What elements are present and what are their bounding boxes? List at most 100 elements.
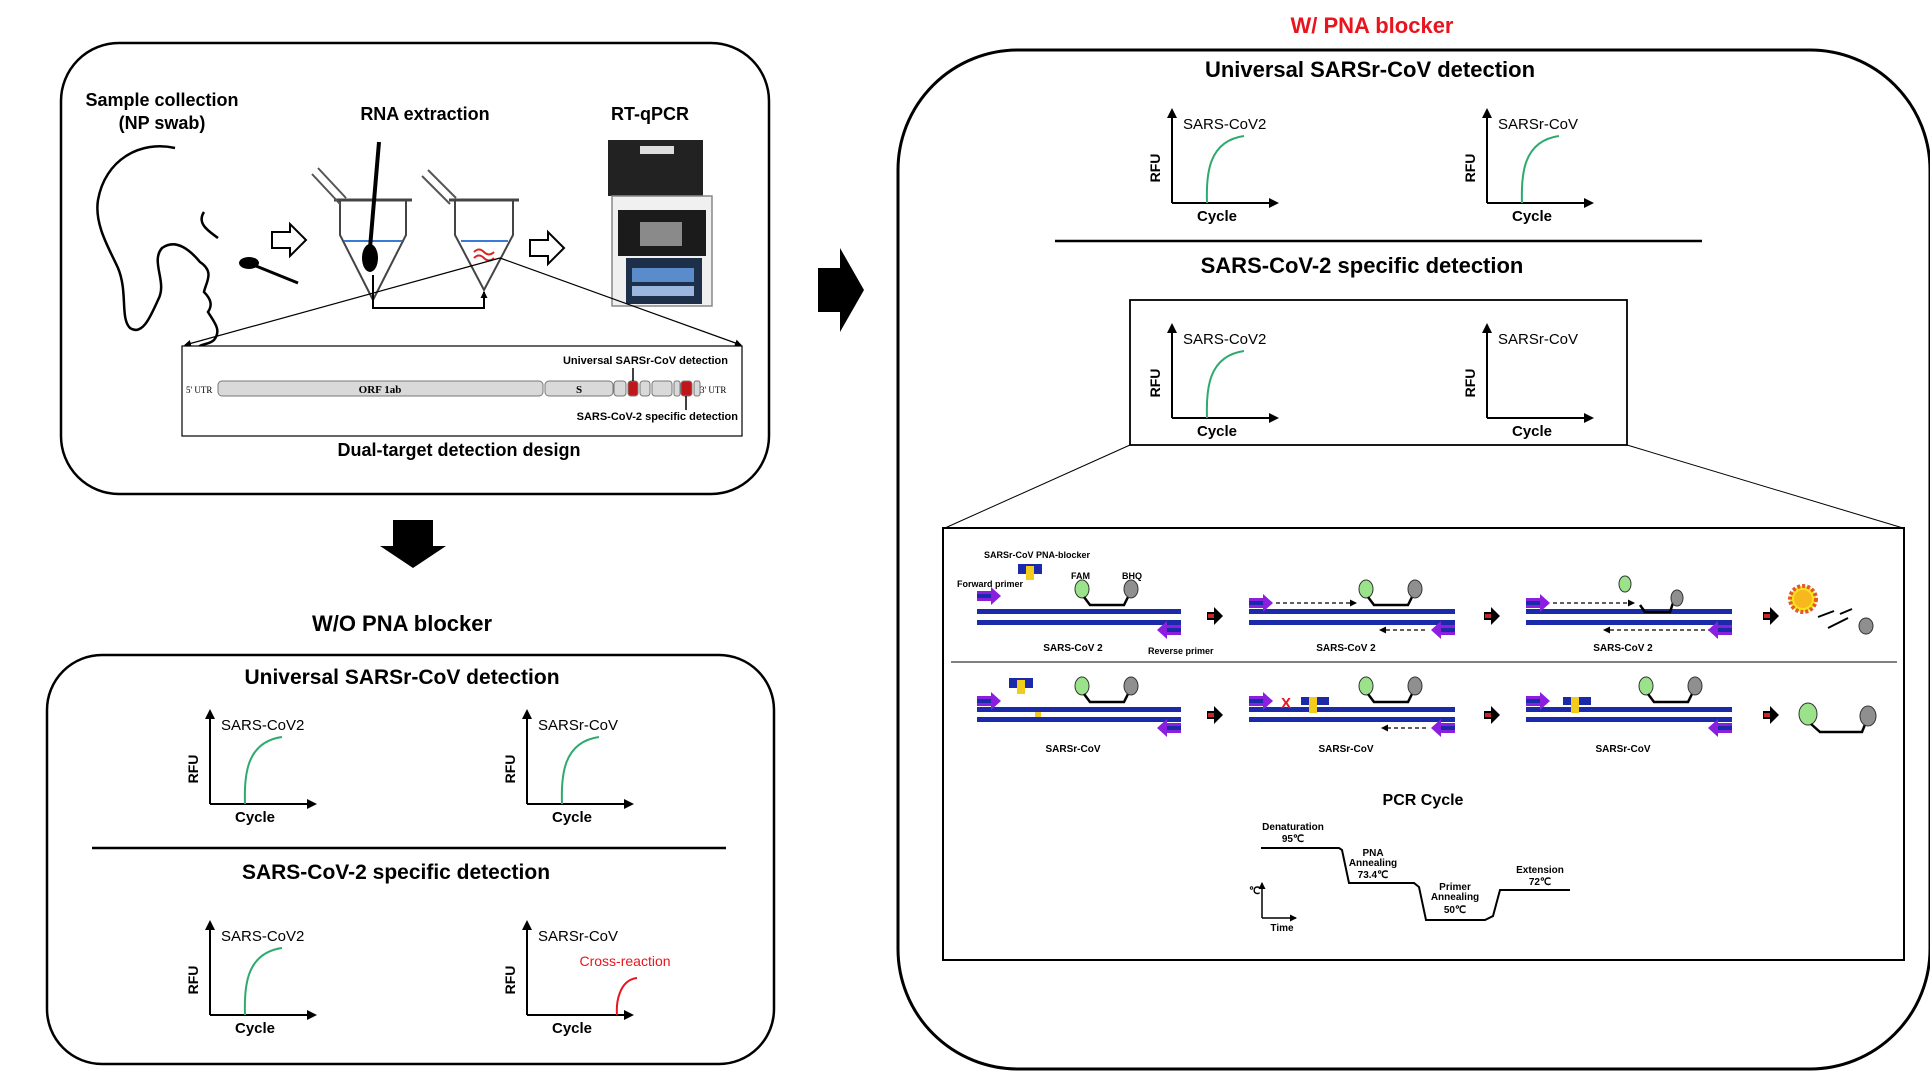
plot-series-label: SARSr-CoV [1498, 116, 1578, 133]
extension-temp: 72℃ [1529, 877, 1551, 888]
s-gene-label: S [576, 384, 582, 396]
face-profile-icon [96, 145, 234, 360]
utr3-label: 3' UTR [700, 385, 726, 395]
orf1ab-segment [217, 380, 544, 397]
amplification-curve [1205, 135, 1245, 204]
strand-label: SARS-CoV 2 [1593, 643, 1653, 654]
outline-arrow-icon [529, 229, 566, 267]
intact-probe-icon [1798, 702, 1877, 734]
plot-x-label: Cycle [1512, 423, 1552, 440]
design-caption: Dual-target detection design [337, 440, 580, 460]
plot-series-label: SARS-CoV2 [1183, 116, 1266, 133]
rt-qpcr-label: RT-qPCR [611, 104, 689, 124]
plot-y-label: RFU [185, 755, 201, 784]
amplification-plots: RFUCycleSARS-CoV2RFUCycleSARSr-CoVRFUCyc… [185, 108, 1594, 1037]
pcr-temperature-profile [1261, 847, 1570, 921]
plot-y-label: RFU [502, 966, 518, 995]
wo-pna-panel [45, 653, 776, 1066]
rna-tube-icon [421, 169, 519, 293]
primer-annealing-label-1: Primer [1439, 882, 1471, 893]
amplification-curve [560, 736, 600, 805]
pna-annealing-label-2: Annealing [1349, 858, 1397, 869]
qpcr-instrument-icon [608, 140, 713, 307]
wo-pna-title: W/O PNA blocker [312, 611, 493, 636]
released-fam-icon [1618, 575, 1632, 593]
pcr-y-axis-label: ℃ [1249, 886, 1260, 897]
cross-reaction-label: Cross-reaction [579, 953, 670, 969]
specific-detection-box [1129, 299, 1628, 446]
plot-y-label: RFU [1462, 369, 1478, 398]
sars-cov-2-template-1 [977, 609, 1181, 625]
transfer-arrow [372, 275, 488, 309]
extension-label: Extension [1516, 865, 1564, 876]
plot-y-label: RFU [1462, 154, 1478, 183]
wo-universal-heading: Universal SARSr-CoV detection [244, 666, 559, 689]
amplification-curve [243, 947, 283, 1016]
outline-arrow-icon [271, 221, 308, 259]
fam-label: FAM [1071, 571, 1090, 581]
s-gene-segment [544, 380, 614, 397]
plot-series-label: SARS-CoV2 [1183, 331, 1266, 348]
plot-x-label: Cycle [1512, 208, 1552, 225]
np-swab-label: (NP swab) [119, 113, 206, 133]
plot-y-label: RFU [502, 755, 518, 784]
w-pna-title: W/ PNA blocker [1291, 13, 1454, 38]
bound-pna-blocker-icon [1301, 697, 1329, 713]
swab-stick-icon [255, 264, 299, 285]
extraction-tube-icon [311, 141, 412, 303]
plot-series-label: SARSr-CoV [538, 928, 618, 945]
plot-y-label: RFU [185, 966, 201, 995]
specific-target-label: SARS-CoV-2 specific detection [577, 411, 739, 423]
bhq-label: BHQ [1122, 571, 1142, 581]
pcr-x-axis-label: Time [1270, 923, 1294, 934]
plot-x-label: Cycle [235, 809, 275, 826]
plot-series-label: SARS-CoV2 [221, 928, 304, 945]
plot-series-label: SARS-CoV2 [221, 717, 304, 734]
pna-blocker-label: SARSr-CoV PNA-blocker [984, 550, 1091, 560]
right-arrow-icon [818, 248, 864, 332]
sarsr-cov-template-3 [1526, 707, 1732, 722]
strand-label: SARS-CoV 2 [1316, 643, 1376, 654]
sars-cov-2-template-2 [1249, 609, 1455, 625]
plot-x-label: Cycle [1197, 423, 1237, 440]
amplification-curve [243, 736, 283, 805]
down-arrow-icon [380, 520, 446, 568]
denaturation-label: Denaturation [1262, 822, 1324, 833]
primer-annealing-label-2: Annealing [1431, 892, 1479, 903]
zoom-line [1626, 444, 1904, 529]
mechanism-box [942, 527, 1905, 961]
plot-series-label: SARSr-CoV [1498, 331, 1578, 348]
w-universal-heading: Universal SARSr-CoV detection [1205, 57, 1535, 82]
plot-x-label: Cycle [552, 1020, 592, 1037]
w-pna-panel [896, 48, 1930, 1071]
plot-y-label: RFU [1147, 154, 1163, 183]
strand-label: SARSr-CoV [1318, 744, 1373, 755]
plot-x-label: Cycle [235, 1020, 275, 1037]
pna-annealing-label-1: PNA [1362, 848, 1383, 859]
workflow-panel [59, 41, 771, 496]
zoom-line [944, 444, 1131, 529]
pna-annealing-temp: 73.4℃ [1358, 870, 1389, 881]
zoom-line [499, 257, 742, 347]
orf1ab-label: ORF 1ab [359, 384, 402, 396]
nose-icon [200, 211, 219, 240]
rna-extraction-label: RNA extraction [360, 104, 489, 124]
swab-tip-icon [239, 257, 259, 269]
utr5-label: 5' UTR [186, 385, 212, 395]
strand-label: SARSr-CoV [1045, 744, 1100, 755]
sarsr-cov-template-1 [977, 707, 1181, 722]
amplification-curve [1520, 135, 1560, 204]
sarsr-cov-template-2 [1249, 707, 1455, 722]
probe-fragment-icon [1638, 602, 1675, 614]
plot-x-label: Cycle [552, 809, 592, 826]
forward-primer-label: Forward primer [957, 579, 1024, 589]
cross-reaction-curve [615, 977, 638, 1016]
primer-annealing-temp: 50℃ [1444, 905, 1466, 916]
strand-label: SARS-CoV 2 [1043, 643, 1103, 654]
accessory-genes-segment [613, 380, 701, 397]
fluorescence-signal-icon [1788, 584, 1874, 635]
plot-series-label: SARSr-CoV [538, 717, 618, 734]
blocked-mark: X [1281, 695, 1291, 712]
sample-collection-label: Sample collection [85, 90, 238, 110]
